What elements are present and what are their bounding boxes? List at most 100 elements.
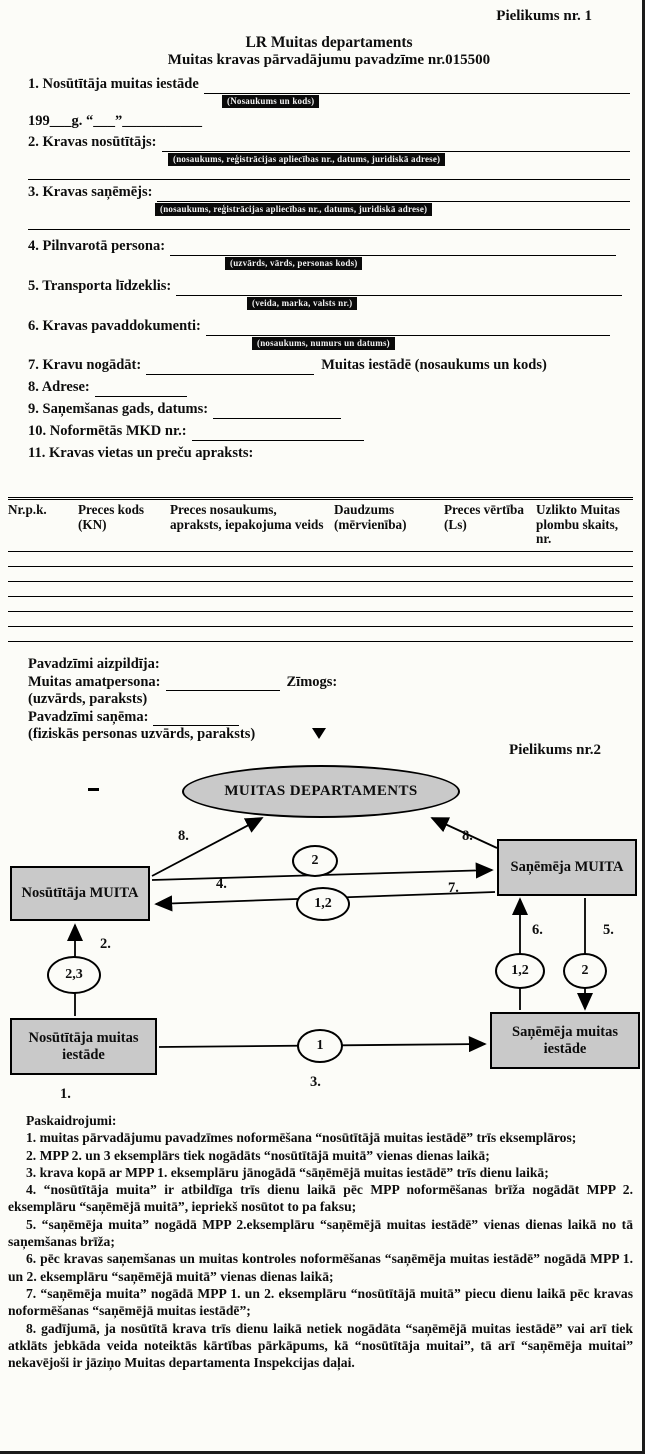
- field-3-extra-line: [28, 217, 630, 230]
- official-label: Muitas amatpersona:: [28, 673, 161, 690]
- official-blank-line: [165, 676, 280, 691]
- field-4-hint: (uzvārds, vārds, personas kods): [225, 257, 363, 270]
- stamp-label: Zīmogs:: [286, 673, 338, 690]
- table-top-rule: [8, 497, 633, 500]
- step-label-7: 7.: [448, 880, 459, 896]
- col-header-quantity: Daudzums (mērvienība): [334, 502, 407, 532]
- explanation-item-8: 8. gadījumā, ja nosūtītā krava trīs dien…: [8, 1320, 633, 1371]
- field-3-blank-line: [157, 187, 630, 202]
- step-label-2: 2.: [100, 936, 111, 952]
- field-8-blank-line: [94, 382, 187, 397]
- col-header-value: Preces vērtība (Ls): [444, 502, 524, 532]
- circle-copies-top-mid: 2: [292, 845, 338, 877]
- node-nosutitaja-muitas-iestade: Nosūtītāja muitas iestāde: [10, 1018, 157, 1075]
- annex1-label: Pielikums nr. 1: [496, 8, 592, 24]
- explanation-item-2: 2. MPP 2. un 3 eksemplārs tiek nogādāts …: [26, 1147, 490, 1163]
- waybill-title: Muitas kravas pārvadājumu pavadzīme nr.0…: [167, 52, 491, 68]
- field-row-6: 6. Kravas pavaddokumenti:: [28, 317, 630, 336]
- circle-copies-left-vertical: 2,3: [47, 956, 101, 994]
- field-7-suffix: Muitas iestādē (nosaukums un kods): [321, 357, 547, 373]
- official-hint: (uzvārds, paraksts): [28, 690, 148, 707]
- step-label-8-left: 8.: [178, 828, 189, 844]
- field-7-label: 7. Kravu nogādāt:: [28, 357, 142, 373]
- table-empty-row: [8, 552, 633, 567]
- field-5-label: 5. Transporta līdzeklis:: [28, 278, 172, 294]
- step-label-3: 3.: [310, 1074, 321, 1090]
- field-1-blank-line: [203, 79, 630, 94]
- annex2-label: Pielikums nr.2: [509, 742, 601, 758]
- field-6-label: 6. Kravas pavaddokumenti:: [28, 318, 201, 334]
- table-empty-row: [8, 612, 633, 627]
- goods-table: Nr.p.k. Preces kods (KN) Preces nosaukum…: [8, 497, 633, 642]
- received-hint: (fiziskās personas uzvārds, paraksts): [28, 725, 256, 742]
- node-sanemeja-muita: Saņēmēja MUITA: [497, 839, 637, 896]
- circle-copies-right-down: 2: [563, 953, 607, 989]
- received-row: Pavadzīmi saņēma:: [28, 709, 630, 726]
- field-9-blank-line: [213, 404, 342, 419]
- table-empty-row: [8, 597, 633, 612]
- table-empty-row: [8, 627, 633, 642]
- annex2-diagram: Pielikums nr.2 MUITAS DEPARTAMENTS Nosūt…: [0, 728, 642, 1114]
- explanation-item-3: 3. krava kopā ar MPP 1. eksemplāru jānog…: [26, 1164, 549, 1180]
- scan-artifact-dash: [88, 788, 99, 791]
- col-header-code: Preces kods (KN): [78, 502, 145, 532]
- field-5-hint-row: (veida, marka, valsts nr.): [28, 297, 630, 310]
- field-3-hint: (nosaukums, reģistrācijas apliecības nr.…: [155, 203, 433, 216]
- field-5-hint: (veida, marka, valsts nr.): [247, 297, 358, 310]
- step-label-8-right: 8.: [462, 828, 473, 844]
- annex1-form: Pielikums nr. 1 LR Muitas departaments M…: [8, 8, 633, 743]
- step-label-5: 5.: [603, 922, 614, 938]
- circle-copies-bottom-line: 1: [297, 1029, 343, 1063]
- field-7-blank-line: [146, 360, 315, 375]
- field-6-blank-line: [205, 321, 610, 336]
- field-10-blank-line: [191, 426, 364, 441]
- explanations: Paskaidrojumi: 1. muitas pārvadājumu pav…: [8, 1112, 633, 1371]
- field-row-1: 1. Nosūtītāja muitas iestāde: [28, 75, 630, 94]
- field-row-4: 4. Pilnvarotā persona:: [28, 237, 630, 256]
- node-nosutitaja-muita: Nosūtītāja MUITA: [10, 866, 150, 921]
- received-blank-line: [153, 711, 240, 726]
- step-label-4: 4.: [216, 876, 227, 892]
- field-row-3: 3. Kravas saņēmējs:: [28, 183, 630, 202]
- circle-copies-bottom-mid: 1,2: [296, 887, 350, 921]
- field-6-hint-row: (nosaukums, numurs un datums): [28, 337, 630, 350]
- field-row-9: 9. Saņemšanas gads, datums:: [28, 400, 630, 419]
- field-2-hint-row: (nosaukums, reģistrācijas apliecības nr.…: [28, 153, 630, 166]
- step-label-1: 1.: [60, 1086, 71, 1102]
- field-8-label: 8. Adrese:: [28, 379, 90, 395]
- field-row-11: 11. Kravas vietas un preču apraksts:: [28, 444, 630, 463]
- field-2-label: 2. Kravas nosūtītājs:: [28, 134, 157, 150]
- field-row-2: 2. Kravas nosūtītājs:: [28, 133, 630, 152]
- explanation-item-4: 4. “nosūtītāja muita” ir atbildīga trīs …: [8, 1182, 633, 1215]
- field-10-label: 10. Noformētās MKD nr.:: [28, 423, 187, 439]
- node-sanemeja-muitas-iestade: Saņēmēja muitas iestāde: [490, 1012, 640, 1069]
- field-row-10: 10. Noformētās MKD nr.:: [28, 422, 630, 441]
- date-line: 199___g. “___”___________: [28, 113, 202, 129]
- explanation-item-1: 1. muitas pārvadājumu pavadzīmes noformē…: [26, 1130, 577, 1146]
- field-9-label: 9. Saņemšanas gads, datums:: [28, 401, 209, 417]
- explanation-item-7: 7. “saņēmēja muita” nogādā MPP 1. un 2. …: [8, 1285, 633, 1319]
- field-1-label: 1. Nosūtītāja muitas iestāde: [28, 76, 199, 92]
- step-label-6: 6.: [532, 922, 543, 938]
- explanation-item-5: 5. “saņēmēja muita” nogādā MPP 2.eksempl…: [8, 1216, 633, 1250]
- signature-block: Pavadzīmi aizpildīja: Muitas amatpersona…: [28, 656, 630, 743]
- field-4-label: 4. Pilnvarotā persona:: [28, 238, 166, 254]
- col-header-seals: Uzlikto Muitas plombu skaits, nr.: [536, 502, 620, 546]
- date-row: 199___g. “___”___________: [28, 113, 630, 130]
- field-4-blank-line: [170, 241, 616, 256]
- field-11-label: 11. Kravas vietas un preču apraksts:: [28, 445, 254, 461]
- field-1-hint: (Nosaukums un kods): [222, 95, 320, 108]
- field-5-blank-line: [176, 281, 622, 296]
- field-row-5: 5. Transporta līdzeklis:: [28, 277, 630, 296]
- explanations-title: Paskaidrojumi:: [26, 1113, 117, 1128]
- circle-copies-right-up: 1,2: [495, 953, 545, 989]
- field-row-7: 7. Kravu nogādāt: Muitas iestādē (nosauk…: [28, 356, 630, 375]
- field-2-hint: (nosaukums, reģistrācijas apliecības nr.…: [168, 153, 446, 166]
- table-header-row: Nr.p.k. Preces kods (KN) Preces nosaukum…: [8, 500, 633, 552]
- field-6-hint: (nosaukums, numurs un datums): [252, 337, 395, 350]
- table-empty-row: [8, 567, 633, 582]
- field-1-hint-row: (Nosaukums un kods): [28, 95, 630, 108]
- field-3-label: 3. Kravas saņēmējs:: [28, 184, 153, 200]
- col-header-nr: Nr.p.k.: [8, 502, 47, 517]
